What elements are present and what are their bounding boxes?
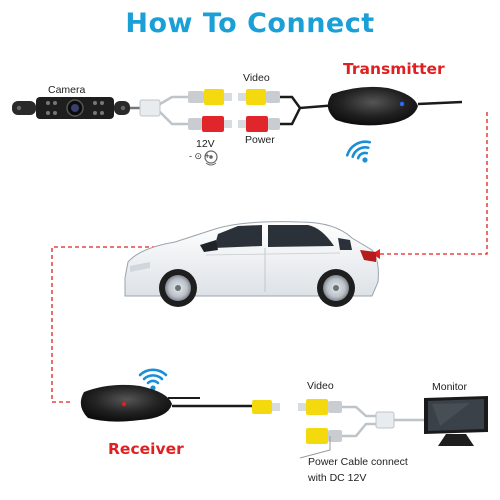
page-title: How To Connect — [125, 8, 375, 39]
transmitter-cable — [280, 107, 302, 126]
voltage-label: 12V — [196, 138, 215, 150]
transmitter-device — [327, 86, 463, 126]
dc-jack-icon — [204, 150, 218, 166]
video-label: Video — [243, 72, 270, 84]
wifi-icon — [138, 368, 168, 391]
receiver-label: Receiver — [108, 440, 184, 458]
camera-label: Camera — [48, 84, 86, 96]
receiver-device — [80, 384, 172, 422]
power-label: Power — [245, 134, 275, 146]
power-note-line2: with DC 12V — [308, 472, 367, 484]
signal-path-line — [380, 112, 488, 255]
wifi-icon — [345, 140, 372, 163]
video-label-bottom: Video — [307, 380, 334, 392]
power-rca-connector — [306, 428, 342, 444]
monitor-label: Monitor — [432, 381, 468, 393]
signal-path-line — [51, 246, 212, 403]
video-rca-connector — [252, 399, 342, 415]
transmitter-label: Transmitter — [343, 60, 445, 78]
power-rca-connector — [188, 116, 280, 132]
video-rca-connector — [188, 89, 280, 105]
transmitter-cable — [280, 95, 351, 110]
camera-cable — [130, 95, 190, 126]
power-note-line — [299, 436, 331, 459]
camera-icon — [12, 97, 130, 119]
car-icon — [124, 221, 379, 307]
polarity-label: - ⊙ + — [189, 151, 210, 161]
power-note-line1: Power Cable connect — [308, 456, 408, 468]
monitor-cable — [342, 405, 424, 438]
monitor-icon — [424, 396, 488, 446]
